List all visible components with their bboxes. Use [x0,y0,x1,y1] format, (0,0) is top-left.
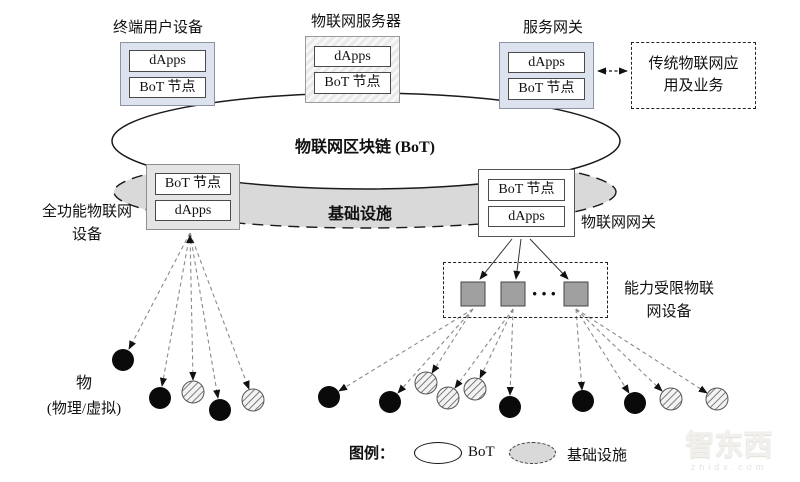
iot-server-box: dApps BoT 节点 [305,36,400,103]
iot-server-title: 物联网服务器 [310,14,401,30]
bot-node-chip: BoT 节点 [129,76,206,98]
legend-bot-ellipse [414,442,462,464]
legend-title: 图例： [349,446,395,462]
bot-node-chip: BoT 节点 [508,78,585,100]
full-function-device-title: 全功能物联网 设备 [41,204,132,244]
legacy-iot-apps-box: 传统物联网应 用及业务 [631,42,756,109]
legacy-box-line2: 用及业务 [663,77,724,94]
squares-to-things-arrows [338,308,708,396]
constrained-devices-box [443,262,608,318]
dapps-chip: dApps [129,50,206,72]
things-label: 物 (物理/虚拟) [46,375,122,417]
iot-gateway-box: BoT 节点 dApps [478,169,575,237]
dapps-chip: dApps [487,205,566,227]
bot-node-chip: BoT 节点 [155,173,231,195]
legend-infrastructure-label: 基础设施 [567,448,628,464]
legacy-box-line1: 传统物联网应 [648,55,739,72]
full-function-device-box: BoT 节点 dApps [146,164,240,230]
end-user-device-title: 终端用户设备 [112,20,203,36]
bot-node-chip: BoT 节点 [314,72,391,94]
upward-arrowhead [186,235,194,243]
bot-ellipse-label: 物联网区块链 (BoT) [294,139,435,156]
squares-ellipsis: ··· [531,281,560,306]
dapps-chip: dApps [155,199,231,221]
legend-bot-label: BoT [468,444,495,460]
legend-infrastructure-ellipse [509,442,556,464]
constrained-device-squares [460,281,589,307]
constrained-devices-title: 能力受限物联 网设备 [623,281,714,320]
watermark: 智东西 zhidx.com [674,422,784,472]
dapps-chip: dApps [508,51,585,73]
device-to-things-arrows [128,232,250,399]
end-user-device-box: dApps BoT 节点 [120,42,215,106]
service-gateway-title: 服务网关 [522,20,583,36]
gateway-to-squares-arrows [479,238,569,280]
watermark-domain: zhidx.com [690,462,768,472]
infrastructure-label: 基础设施 [327,206,392,223]
service-gateway-box: dApps BoT 节点 [499,42,594,109]
thing-dots-black [112,349,646,421]
iot-gateway-title: 物联网网关 [581,215,657,231]
dapps-chip: dApps [314,45,391,67]
bot-node-chip: BoT 节点 [487,179,566,201]
watermark-logo: 智东西 [685,430,773,462]
thing-dots-hatched [181,371,729,412]
